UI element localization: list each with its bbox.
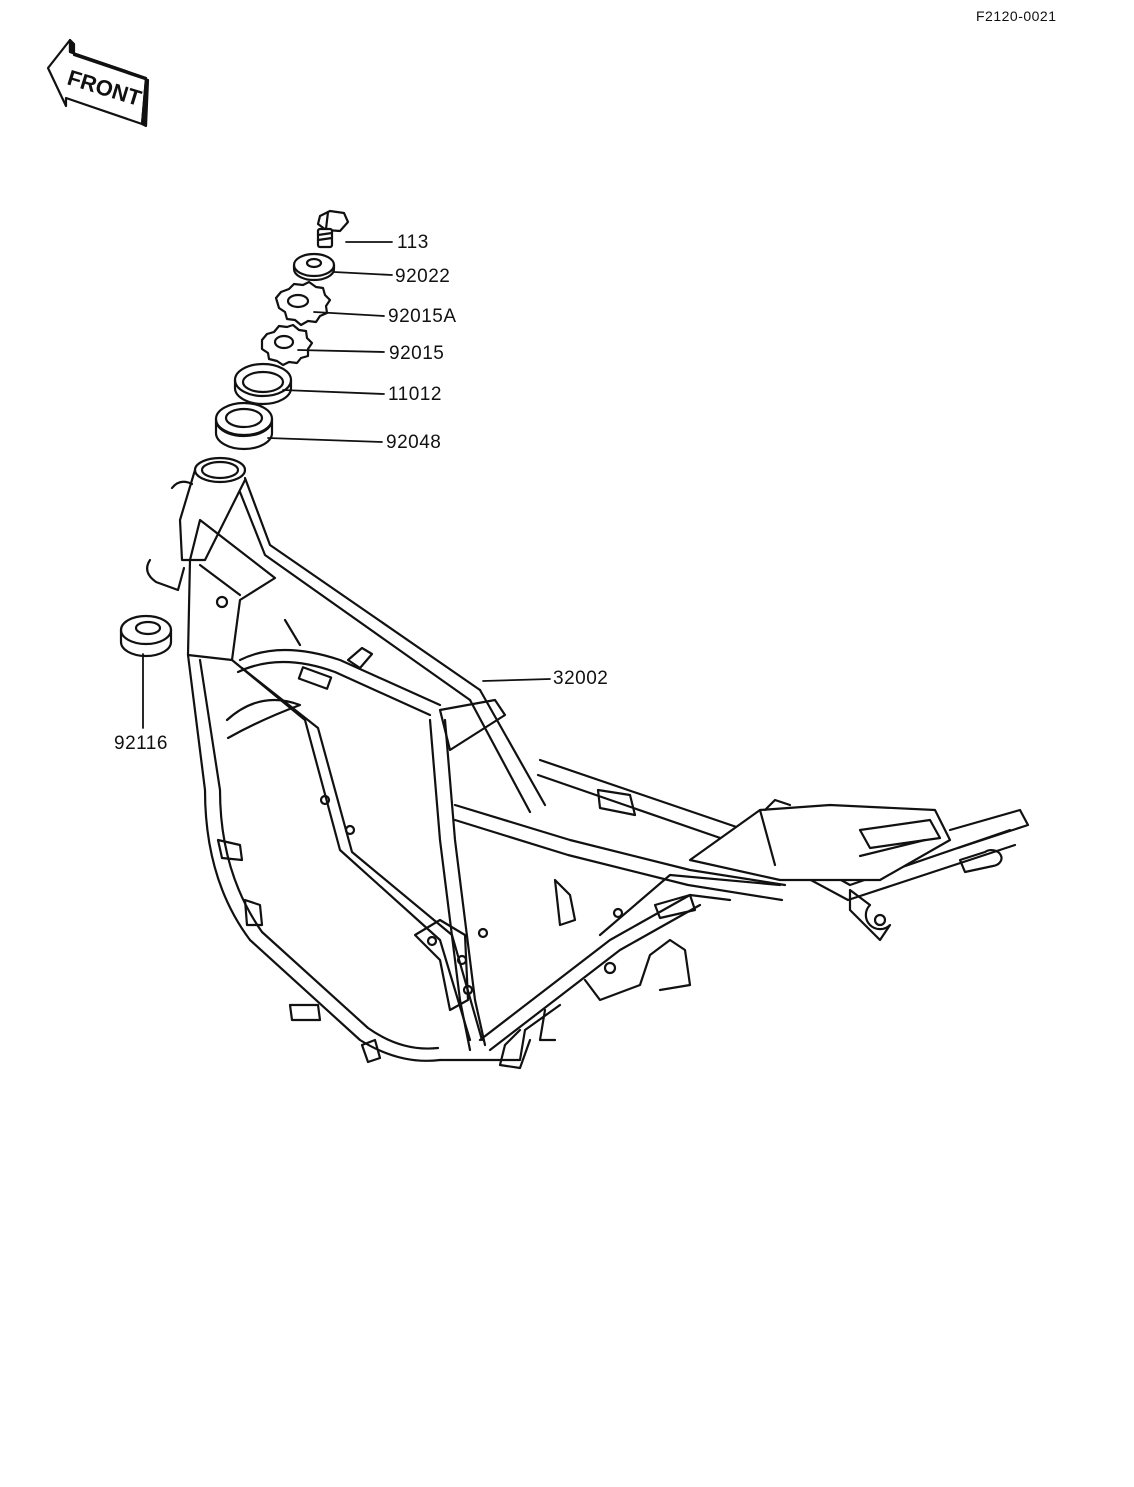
bolt-113 bbox=[316, 209, 350, 249]
frame-32002 bbox=[145, 456, 1030, 1070]
part-label-92015: 92015 bbox=[389, 343, 445, 364]
part-label-92116: 92116 bbox=[114, 733, 168, 754]
nut-92015 bbox=[260, 323, 314, 367]
part-label-92022: 92022 bbox=[395, 266, 451, 287]
part-label-92015a: 92015A bbox=[388, 306, 457, 327]
figure-id: F2120-0021 bbox=[976, 8, 1057, 24]
part-label-113: 113 bbox=[397, 232, 429, 253]
leader-lines bbox=[142, 241, 551, 729]
locknut-92015a bbox=[274, 280, 332, 327]
part-label-92048: 92048 bbox=[386, 432, 442, 453]
part-label-32002: 32002 bbox=[553, 668, 609, 689]
part-label-11012: 11012 bbox=[388, 384, 442, 405]
damper-92116 bbox=[119, 614, 173, 658]
washer-92022 bbox=[292, 252, 336, 282]
grommet-92048 bbox=[214, 401, 274, 451]
cap-11012 bbox=[233, 362, 293, 406]
front-arrow-badge: FRONT bbox=[46, 38, 150, 128]
